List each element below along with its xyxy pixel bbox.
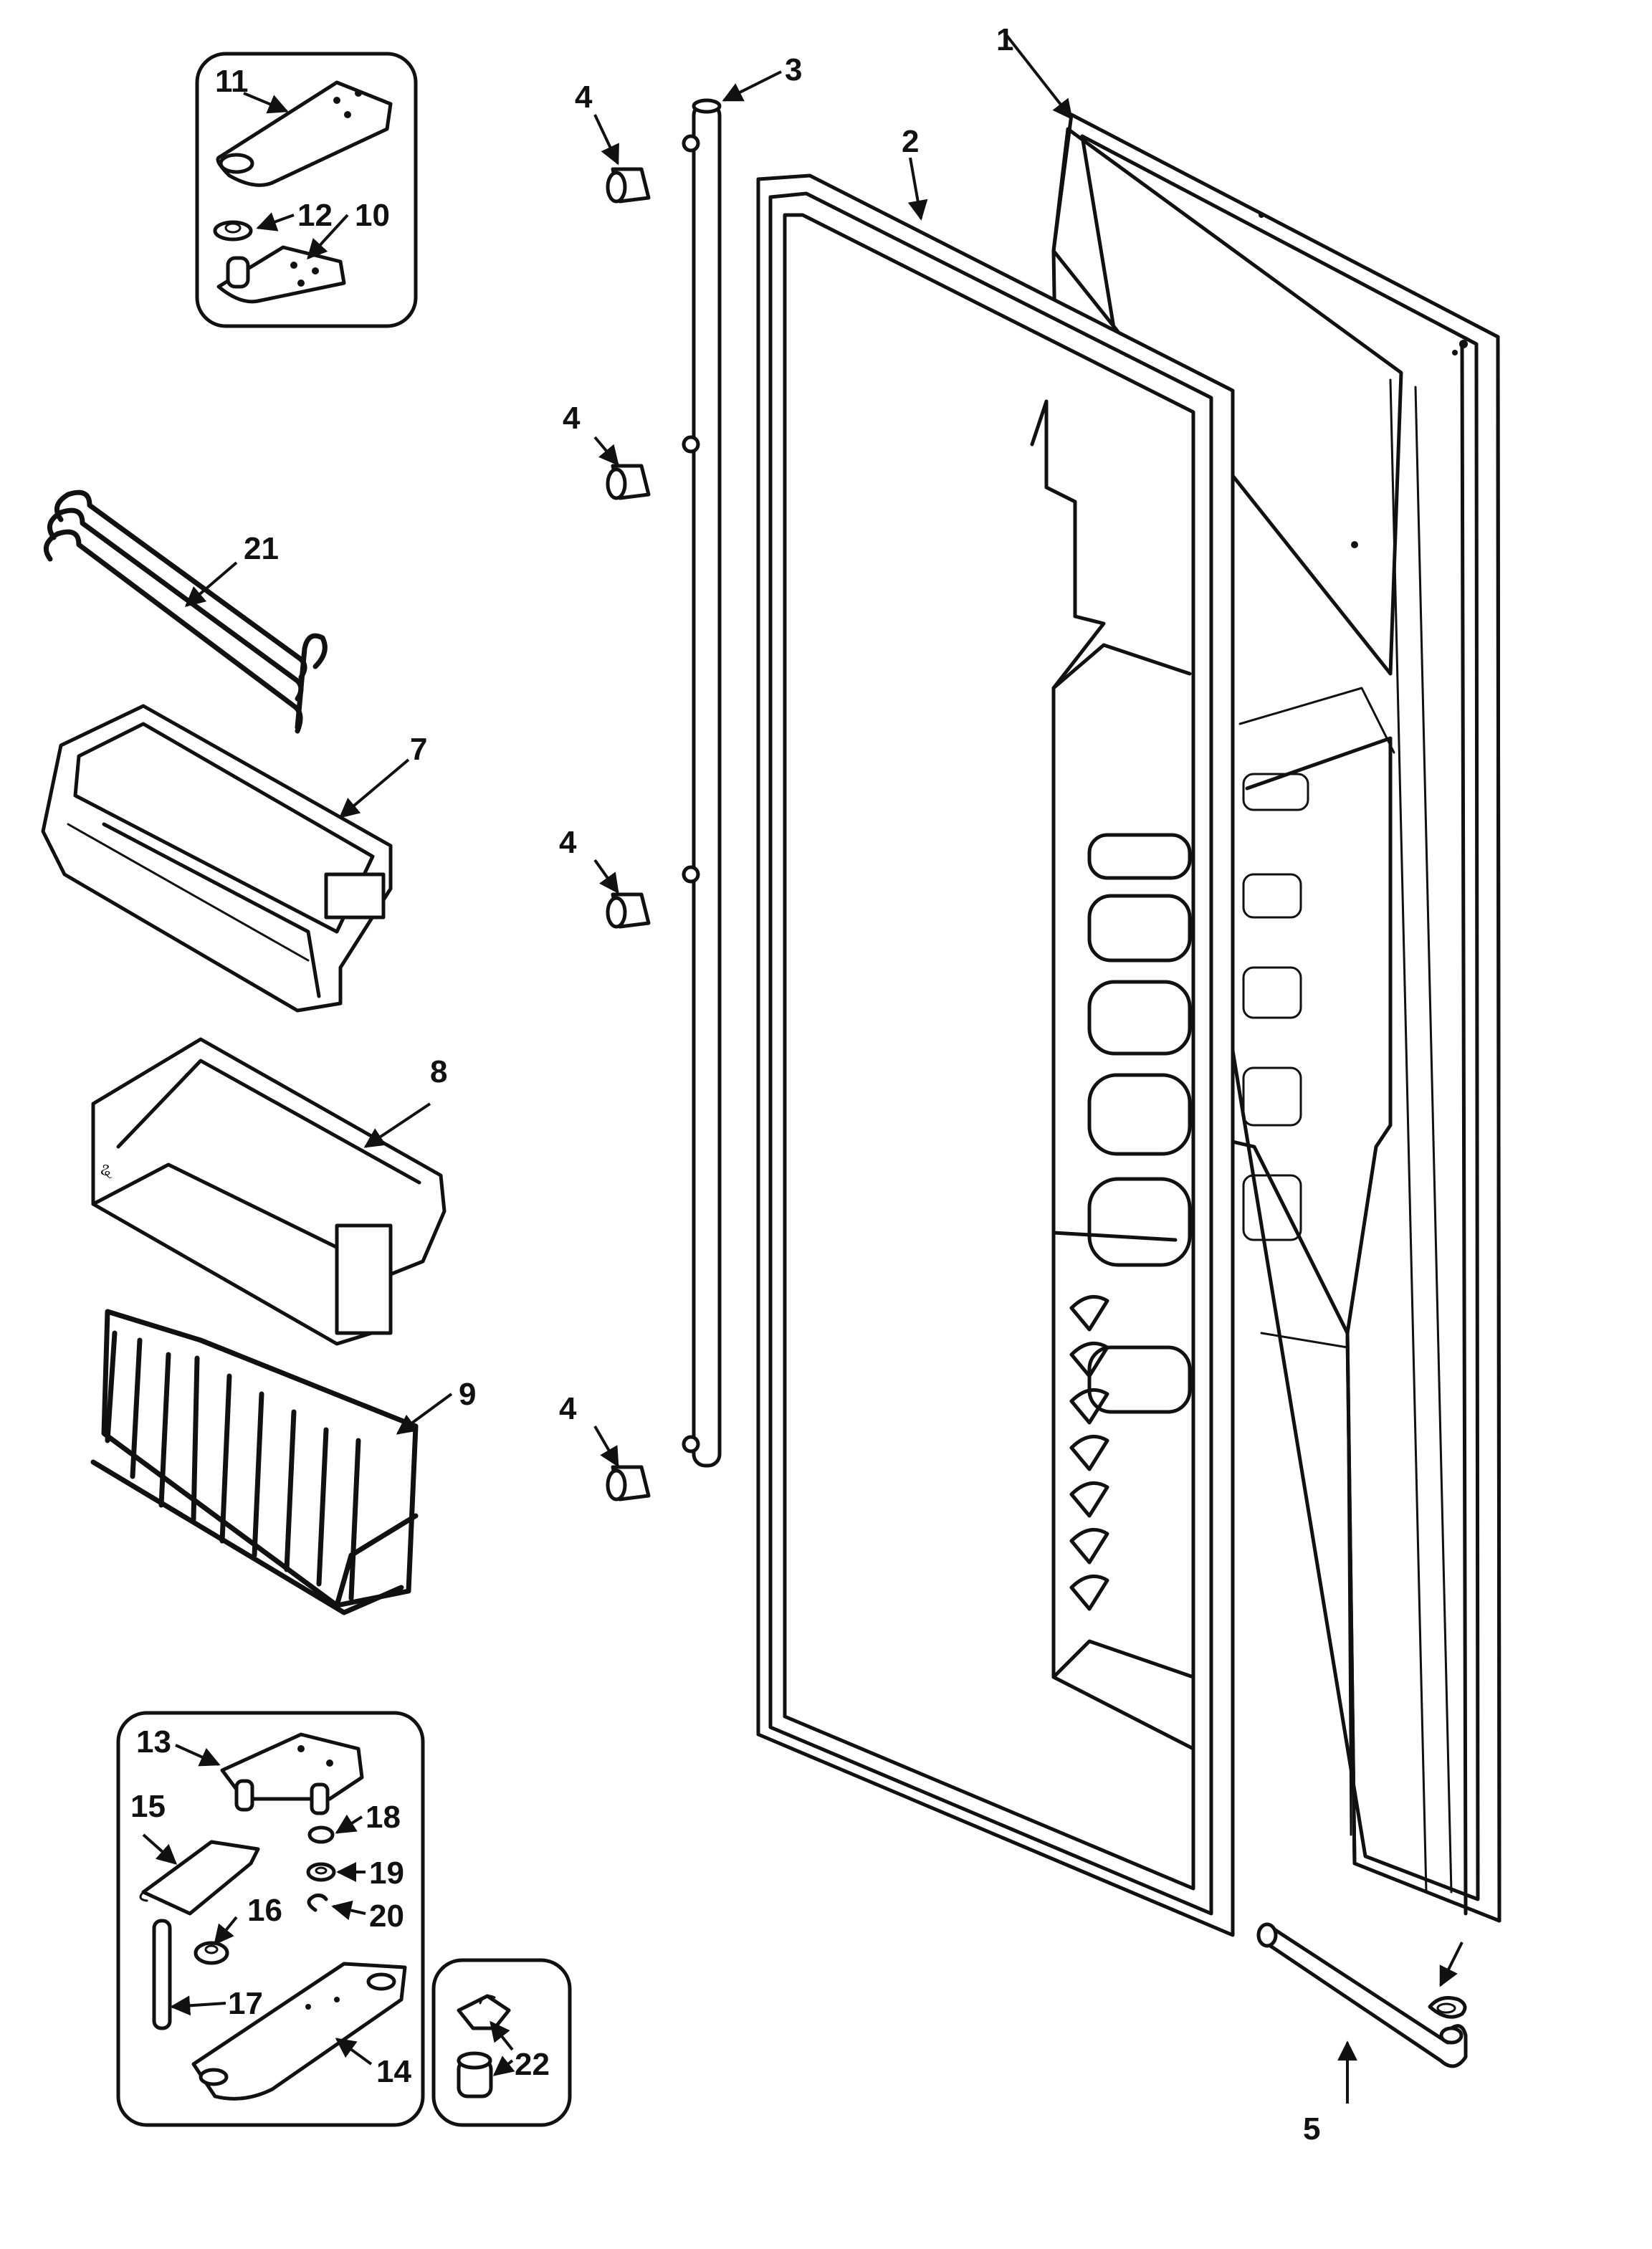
callout-14: 14 — [376, 2054, 411, 2089]
callout-11: 11 — [215, 64, 249, 99]
callout-4d: 4 — [559, 1391, 577, 1426]
door-liner-part-2 — [756, 173, 1235, 1937]
end-cap-part-4 — [606, 167, 651, 1501]
callout-3: 3 — [785, 52, 802, 87]
callout-16: 16 — [247, 1893, 282, 1928]
callout-7: 7 — [410, 732, 427, 767]
callout-4c: 4 — [559, 825, 577, 860]
callout-17: 17 — [228, 1986, 263, 2021]
callout-8: 8 — [430, 1054, 447, 1089]
hinge-inset-bottom — [116, 1711, 425, 2127]
callout-19: 19 — [369, 1856, 404, 1891]
callout-18: 18 — [366, 1800, 401, 1835]
callout-15: 15 — [130, 1789, 166, 1824]
wire-basket-part-9 — [90, 1309, 419, 1615]
small-parts-inset-22 — [431, 1958, 572, 2127]
callout-12: 12 — [297, 198, 333, 233]
callout-labels: 1 2 3 4 4 4 4 5 7 8 9 10 11 12 13 14 15 … — [130, 22, 1320, 2147]
svg-text:ୡ: ୡ — [100, 1160, 113, 1180]
callout-10: 10 — [355, 198, 390, 233]
callout-2: 2 — [902, 124, 919, 159]
callout-4a: 4 — [575, 80, 593, 115]
leader-lines — [142, 34, 1464, 2104]
liner-detents — [1069, 1294, 1109, 1611]
callout-1: 1 — [996, 22, 1013, 57]
door-bin-part-8: ୡ — [91, 1037, 447, 1346]
callout-4b: 4 — [563, 401, 581, 436]
callout-22: 22 — [515, 2047, 550, 2082]
callout-9: 9 — [459, 1377, 476, 1412]
door-bin-part-7 — [41, 704, 393, 1013]
handle-rod-part-3 — [682, 98, 722, 1468]
callout-13: 13 — [136, 1724, 171, 1759]
callout-5: 5 — [1303, 2111, 1320, 2147]
tube-part-5 — [1256, 1922, 1468, 2068]
hinge-inset-top — [195, 52, 418, 328]
wire-rail-part-21 — [43, 490, 328, 734]
callout-21: 21 — [244, 531, 279, 566]
callout-20: 20 — [369, 1899, 404, 1934]
liner-slots — [1087, 833, 1192, 1414]
